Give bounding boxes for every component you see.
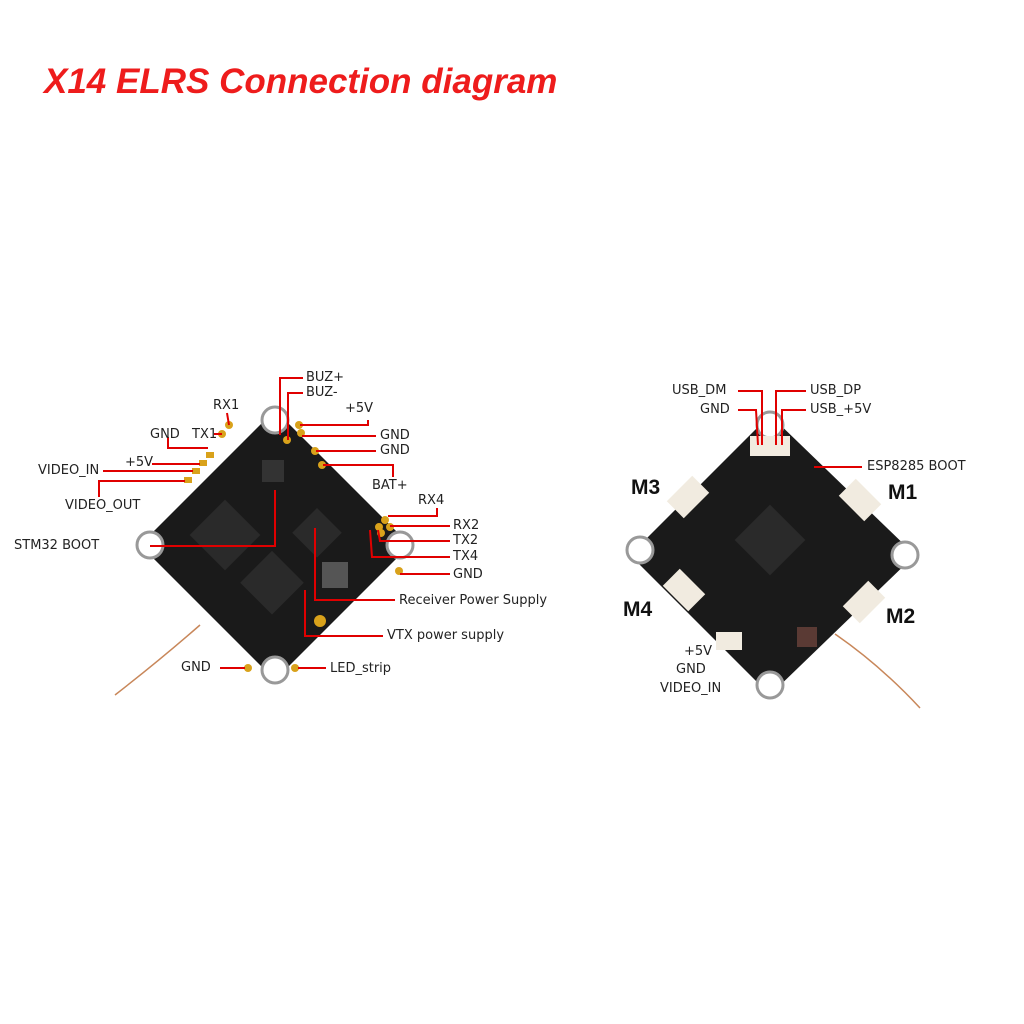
label-video-5v: +5V xyxy=(684,644,713,659)
label-tx1: TX1 xyxy=(192,427,218,442)
label-usb-5v: USB_+5V xyxy=(810,402,872,417)
label-usb-gnd: GND xyxy=(700,402,730,417)
label-gnd-right-2: GND xyxy=(380,443,410,458)
label-vtx-power: VTX power supply xyxy=(387,628,505,643)
label-m2: M2 xyxy=(886,605,916,628)
label-m3: M3 xyxy=(631,476,661,499)
label-m1: M1 xyxy=(888,481,918,504)
label-rx2: RX2 xyxy=(453,518,480,533)
label-rx4: RX4 xyxy=(418,493,445,508)
label-5v-left: +5V xyxy=(125,455,154,470)
label-buz-plus: BUZ+ xyxy=(306,370,345,385)
label-usb-dm: USB_DM xyxy=(672,383,727,398)
label-video-in-back: VIDEO_IN xyxy=(660,681,722,696)
label-usb-dp: USB_DP xyxy=(810,383,862,398)
label-esp8285-boot: ESP8285 BOOT xyxy=(867,459,966,474)
label-gnd-left: GND xyxy=(150,427,180,442)
label-bat-plus: BAT+ xyxy=(372,478,408,493)
label-gnd-right-3: GND xyxy=(453,567,483,582)
label-m4: M4 xyxy=(623,598,653,621)
label-buz-minus: BUZ- xyxy=(306,385,338,400)
label-gnd-bottom: GND xyxy=(181,660,211,675)
label-rx1: RX1 xyxy=(213,398,240,413)
label-5v-top: +5V xyxy=(345,401,374,416)
diagram-title: X14 ELRS Connection diagram xyxy=(44,62,558,101)
label-receiver-power: Receiver Power Supply xyxy=(399,593,548,608)
back-board xyxy=(625,410,921,709)
label-tx2: TX2 xyxy=(453,533,479,548)
label-tx4: TX4 xyxy=(453,549,479,564)
label-stm32-boot: STM32 BOOT xyxy=(14,538,100,553)
label-video-gnd: GND xyxy=(676,662,706,677)
label-video-in: VIDEO_IN xyxy=(38,463,100,478)
leader-lines xyxy=(98,377,862,669)
label-led-strip: LED_strip xyxy=(330,661,392,676)
label-gnd-right-1: GND xyxy=(380,428,410,443)
label-video-out: VIDEO_OUT xyxy=(65,498,141,513)
